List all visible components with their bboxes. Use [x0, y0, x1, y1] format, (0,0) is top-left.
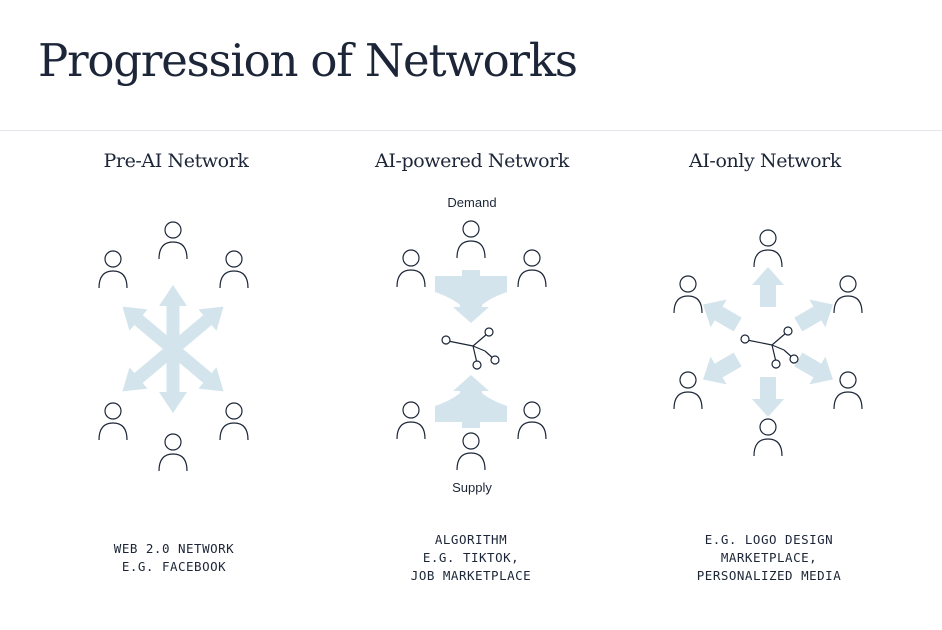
person-icon	[517, 249, 547, 288]
arrow-icon	[790, 345, 841, 394]
caption-line: E.G. TIKTOK,	[422, 550, 520, 565]
person-icon	[753, 229, 783, 268]
pre-ai-network-caption: WEB 2.0 NETWORK E.G. FACEBOOK	[44, 540, 304, 576]
caption-line: MARKETPLACE,	[720, 550, 818, 565]
ai-hub-icon	[740, 326, 799, 369]
ai-powered-network-caption: ALGORITHM E.G. TIKTOK, JOB MARKETPLACE	[341, 531, 601, 585]
demand-label: Demand	[447, 195, 497, 210]
arrow-icon	[790, 290, 841, 339]
pre-ai-network-title: Pre-AI Network	[103, 150, 249, 172]
demand-arrow-icon	[435, 270, 507, 323]
person-icon	[673, 371, 703, 410]
ai-only-network-diagram	[673, 229, 863, 457]
ai-only-network-caption: E.G. LOGO DESIGN MARKETPLACE, PERSONALIZ…	[639, 531, 899, 585]
ai-hub-icon	[441, 327, 500, 370]
ai-powered-network-diagram	[396, 220, 547, 471]
caption-line: ALGORITHM	[434, 532, 508, 547]
person-icon	[158, 433, 188, 472]
ai-only-network-title: AI-only Network	[689, 150, 841, 172]
pre-ai-network-diagram	[98, 221, 249, 472]
supply-arrow-icon	[435, 375, 507, 428]
person-icon	[753, 418, 783, 457]
ai-powered-network-title: AI-powered Network	[375, 150, 569, 172]
person-icon	[158, 221, 188, 260]
arrow-icon	[122, 306, 224, 392]
caption-line: WEB 2.0 NETWORK	[113, 541, 235, 556]
person-icon	[219, 402, 249, 441]
person-icon	[98, 250, 128, 289]
caption-line: JOB MARKETPLACE	[410, 568, 532, 583]
person-icon	[98, 402, 128, 441]
caption-line: E.G. FACEBOOK	[121, 559, 227, 574]
mesh-arrows	[122, 285, 224, 413]
arrow-icon	[752, 377, 784, 417]
arrow-icon	[695, 290, 746, 339]
supply-label: Supply	[452, 480, 492, 495]
person-icon	[396, 401, 426, 440]
person-icon	[833, 275, 863, 314]
person-icon	[456, 220, 486, 259]
person-icon	[396, 249, 426, 288]
arrow-icon	[752, 267, 784, 307]
person-icon	[517, 401, 547, 440]
page-title: Progression of Networks	[38, 34, 578, 87]
person-icon	[833, 371, 863, 410]
header-divider	[0, 130, 942, 131]
caption-line: E.G. LOGO DESIGN	[704, 532, 834, 547]
person-icon	[219, 250, 249, 289]
person-icon	[673, 275, 703, 314]
caption-line: PERSONALIZED MEDIA	[696, 568, 842, 583]
person-icon	[456, 432, 486, 471]
arrow-icon	[695, 345, 746, 394]
